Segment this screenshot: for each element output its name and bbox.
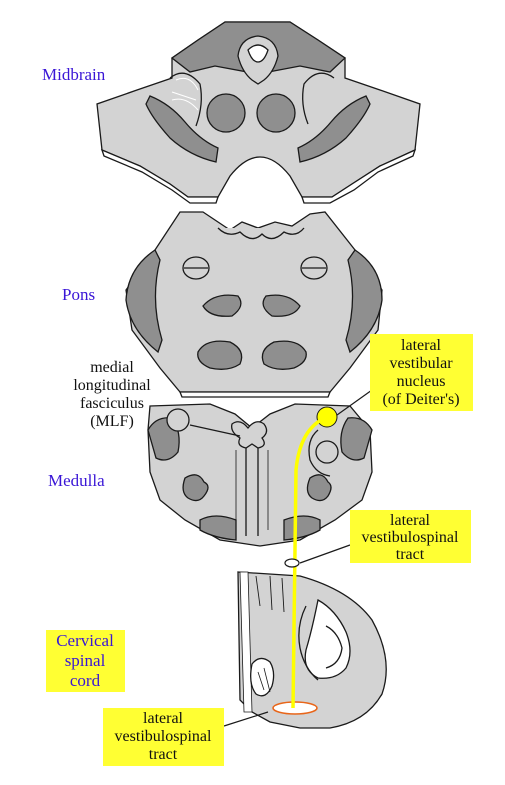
svg-text:lateral: lateral (143, 710, 184, 727)
svg-text:vestibular: vestibular (389, 355, 453, 372)
medulla-section (147, 403, 373, 547)
svg-text:spinal: spinal (65, 651, 106, 670)
svg-text:vestibulospinal: vestibulospinal (362, 529, 459, 546)
pons-label: Pons (62, 285, 95, 304)
mlf-label: medial longitudinal fasciculus (MLF) (73, 359, 151, 430)
midbrain-label: Midbrain (42, 65, 106, 84)
midbrain-section (96, 21, 421, 204)
cervical-spinal-cord-label: Cervical spinal cord (46, 630, 125, 692)
spinal-cord-section (237, 571, 387, 729)
lateral-vestibulospinal-tract-label-upper: lateral vestibulospinal tract (350, 510, 471, 563)
svg-text:lateral: lateral (390, 512, 431, 529)
svg-text:medial: medial (90, 359, 134, 376)
svg-text:tract: tract (149, 746, 178, 763)
region-labels: Midbrain Pons Medulla (42, 65, 106, 490)
svg-text:fasciculus: fasciculus (80, 395, 144, 412)
svg-text:longitudinal: longitudinal (73, 377, 151, 394)
pons-section (125, 211, 383, 398)
svg-text:(MLF): (MLF) (90, 413, 134, 430)
svg-text:Cervical: Cervical (56, 631, 114, 650)
svg-text:tract: tract (396, 546, 425, 563)
lateral-vestibular-nucleus-label: lateral vestibular nucleus (of Deiter's) (370, 334, 473, 411)
svg-text:(of Deiter's): (of Deiter's) (382, 391, 459, 408)
medulla-label: Medulla (48, 471, 105, 490)
svg-text:vestibulospinal: vestibulospinal (115, 728, 212, 745)
vestibulospinal-pathway (189, 389, 373, 727)
svg-text:cord: cord (70, 671, 101, 690)
lateral-vestibulospinal-tract-label-lower: lateral vestibulospinal tract (103, 708, 224, 766)
svg-text:lateral: lateral (401, 337, 442, 354)
svg-text:nucleus: nucleus (397, 373, 446, 390)
